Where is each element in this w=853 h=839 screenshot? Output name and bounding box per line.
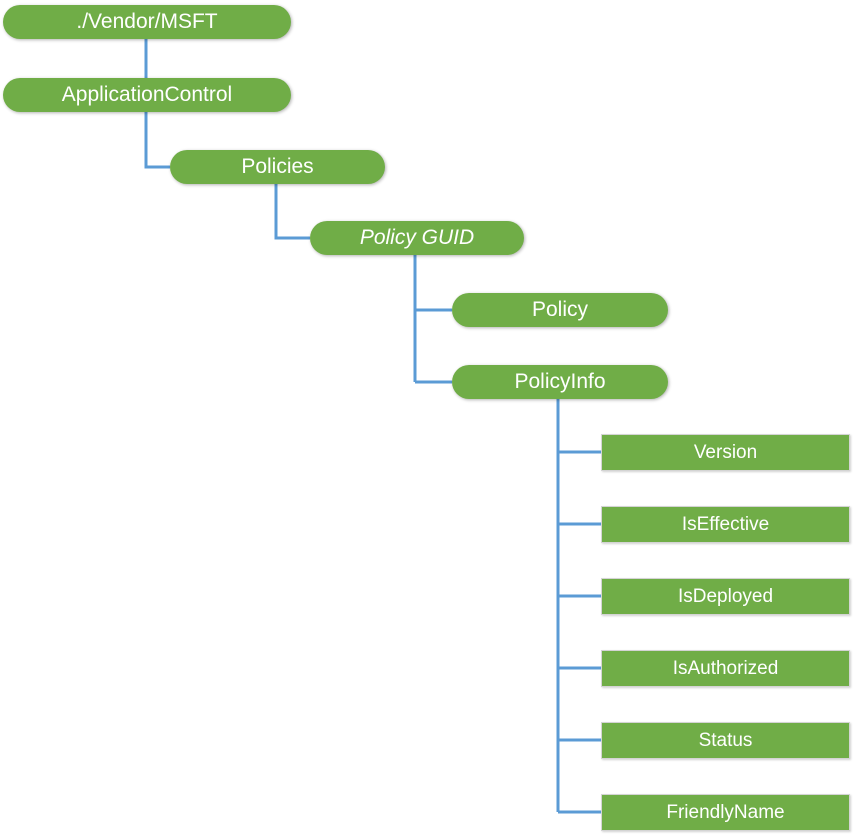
edge-appcontrol-policies [144,112,170,169]
tree-node-version[interactable]: Version [601,434,850,471]
tree-node-policies[interactable]: Policies [170,150,385,184]
edge-policies-policyguid [274,184,310,240]
tree-node-policyinfo[interactable]: PolicyInfo [452,365,668,399]
tree-node-label: ApplicationControl [61,82,233,106]
tree-node-label: Version [693,441,758,463]
tree-node-label: ./Vendor/MSFT [76,9,218,33]
tree-node-label: IsEffective [681,513,770,535]
tree-node-label: FriendlyName [666,801,785,823]
tree-node-policyguid[interactable]: Policy GUID [310,221,524,255]
tree-node-label: Policies [241,154,314,178]
tree-node-friendlyname[interactable]: FriendlyName [601,794,850,831]
tree-node-label: PolicyInfo [514,369,606,393]
tree-node-isdeployed[interactable]: IsDeployed [601,578,850,615]
tree-node-policy[interactable]: Policy [452,293,668,327]
tree-node-appcontrol[interactable]: ApplicationControl [3,78,291,112]
tree-node-label: IsDeployed [677,585,774,607]
tree-node-label: Policy [531,297,589,321]
tree-node-label: Policy GUID [359,225,475,249]
tree-node-label: Status [698,729,753,751]
tree-node-isauthorized[interactable]: IsAuthorized [601,650,850,687]
tree-node-label: IsAuthorized [672,657,779,679]
tree-node-iseffective[interactable]: IsEffective [601,506,850,543]
tree-node-vendor[interactable]: ./Vendor/MSFT [3,5,291,39]
tree-node-status[interactable]: Status [601,722,850,759]
